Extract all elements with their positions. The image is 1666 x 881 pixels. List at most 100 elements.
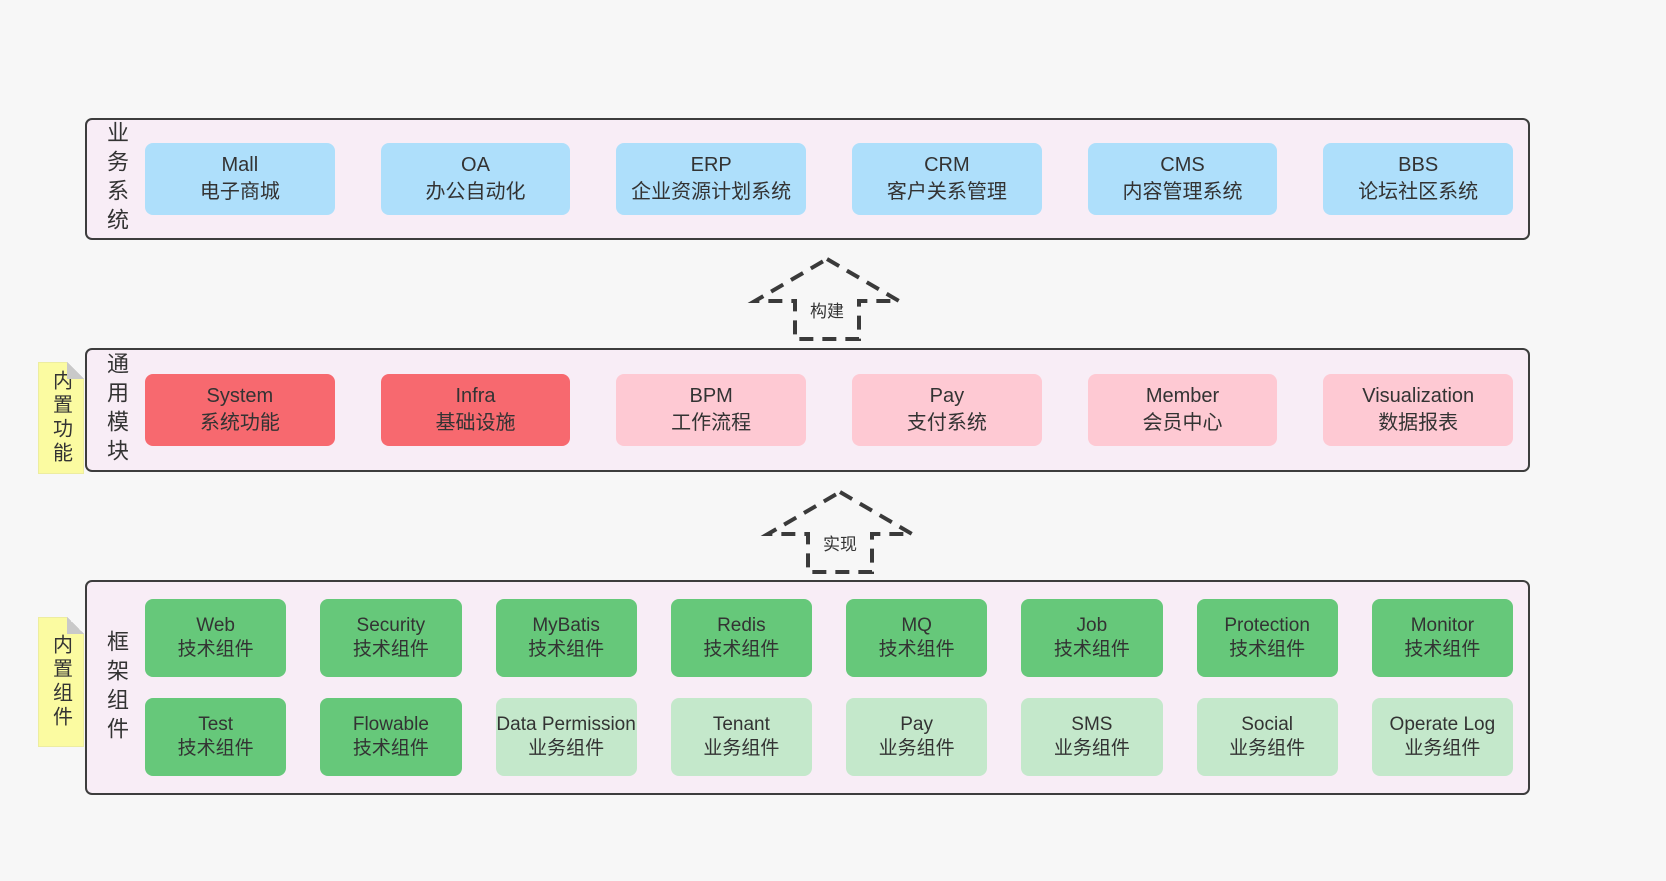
box-desc: 业务组件 — [1404, 738, 1481, 759]
box-bpm: BPM 工作流程 — [616, 374, 807, 446]
box-name: Tenant — [712, 714, 770, 736]
panel-common-modules: 通用模块 System 系统功能 Infra 基础设施 BPM 工作流程 Pay… — [85, 348, 1530, 472]
box-pay-module: Pay 支付系统 — [852, 374, 1042, 446]
box-name: BBS — [1398, 154, 1439, 176]
box-name: System — [206, 385, 274, 407]
box-desc: 企业资源计划系统 — [631, 181, 792, 203]
box-name: Job — [1076, 615, 1108, 637]
framework-row-1: Web 技术组件 Security 技术组件 MyBatis 技术组件 Redi… — [145, 599, 1513, 677]
box-name: Redis — [717, 615, 766, 637]
box-desc: 内容管理系统 — [1122, 181, 1243, 203]
box-tenant: Tenant 业务组件 — [670, 698, 812, 776]
box-cms: CMS 内容管理系统 — [1087, 143, 1278, 215]
box-security: Security 技术组件 — [320, 599, 462, 677]
box-name: Social — [1241, 714, 1293, 736]
box-mall: Mall 电子商城 — [145, 143, 335, 215]
note-built-in-components: 内置组件 — [38, 617, 84, 747]
box-name: Test — [198, 714, 234, 736]
box-name: CMS — [1160, 154, 1205, 176]
box-name: CRM — [924, 154, 970, 176]
box-name: BPM — [689, 385, 733, 407]
note-built-in-features: 内置功能 — [38, 362, 84, 474]
box-desc: 技术组件 — [352, 639, 429, 660]
box-member: Member 会员中心 — [1087, 374, 1278, 446]
box-mq: MQ 技术组件 — [846, 599, 988, 677]
box-name: Security — [356, 615, 426, 637]
box-erp: ERP 企业资源计划系统 — [616, 143, 807, 215]
box-monitor: Monitor 技术组件 — [1371, 599, 1513, 677]
panel-label-business: 业务系统 — [104, 121, 129, 237]
box-desc: 客户关系管理 — [886, 181, 1007, 203]
box-name: Pay — [900, 714, 933, 736]
box-name: ERP — [690, 154, 732, 176]
box-web: Web 技术组件 — [145, 599, 287, 677]
box-name: Member — [1145, 385, 1220, 407]
box-name: MQ — [901, 615, 932, 637]
box-desc: 业务组件 — [528, 738, 605, 759]
panel-label-modules: 通用模块 — [104, 352, 129, 468]
box-desc: 系统功能 — [199, 412, 280, 434]
box-desc: 技术组件 — [528, 639, 605, 660]
box-name: Pay — [929, 385, 965, 407]
box-system: System 系统功能 — [145, 374, 335, 446]
box-redis: Redis 技术组件 — [670, 599, 812, 677]
box-job: Job 技术组件 — [1021, 599, 1163, 677]
panel-framework-components: 框架组件 Web 技术组件 Security 技术组件 MyBatis 技术组件… — [85, 580, 1530, 795]
framework-row-2: Test 技术组件 Flowable 技术组件 Data Permission … — [145, 698, 1513, 776]
box-desc: 业务组件 — [1053, 738, 1130, 759]
box-infra: Infra 基础设施 — [380, 374, 571, 446]
box-desc: 技术组件 — [177, 639, 254, 660]
box-desc: 技术组件 — [1404, 639, 1481, 660]
box-oa: OA 办公自动化 — [380, 143, 571, 215]
framework-box-grid: Web 技术组件 Security 技术组件 MyBatis 技术组件 Redi… — [145, 599, 1528, 776]
note-fold-corner-icon — [67, 362, 84, 379]
modules-box-row: System 系统功能 Infra 基础设施 BPM 工作流程 Pay 支付系统… — [145, 374, 1528, 446]
box-name: OA — [461, 154, 490, 176]
box-desc: 技术组件 — [703, 639, 780, 660]
box-desc: 技术组件 — [177, 738, 254, 759]
business-box-row: Mall 电子商城 OA 办公自动化 ERP 企业资源计划系统 CRM 客户关系… — [145, 143, 1528, 215]
box-name: Visualization — [1362, 385, 1475, 407]
box-desc: 技术组件 — [352, 738, 429, 759]
box-desc: 业务组件 — [878, 738, 955, 759]
box-sms: SMS 业务组件 — [1021, 698, 1163, 776]
box-desc: 业务组件 — [703, 738, 780, 759]
note-fold-corner-icon — [67, 617, 84, 634]
box-name: Protection — [1224, 615, 1310, 637]
arrow-build-label: 构建 — [808, 297, 846, 322]
box-name: Data Permission — [496, 714, 636, 736]
box-desc: 工作流程 — [671, 412, 752, 434]
arrow-implement-label: 实现 — [821, 530, 859, 555]
box-name: Web — [196, 615, 235, 637]
box-desc: 基础设施 — [435, 412, 516, 434]
box-name: Monitor — [1410, 615, 1475, 637]
box-name: Infra — [455, 385, 496, 407]
box-desc: 数据报表 — [1378, 412, 1459, 434]
box-flowable: Flowable 技术组件 — [320, 698, 462, 776]
box-desc: 支付系统 — [906, 412, 987, 434]
arrow-implement: 实现 — [760, 488, 920, 576]
box-desc: 电子商城 — [199, 181, 280, 203]
box-name: SMS — [1071, 714, 1113, 736]
dashed-up-arrow-icon — [760, 489, 920, 574]
box-operate-log: Operate Log 业务组件 — [1371, 698, 1513, 776]
box-mybatis: MyBatis 技术组件 — [495, 599, 637, 677]
box-crm: CRM 客户关系管理 — [852, 143, 1042, 215]
box-desc: 技术组件 — [878, 639, 955, 660]
box-pay-component: Pay 业务组件 — [846, 698, 988, 776]
box-name: Operate Log — [1389, 714, 1496, 736]
box-name: Mall — [221, 154, 259, 176]
box-desc: 技术组件 — [1229, 639, 1306, 660]
box-desc: 业务组件 — [1229, 738, 1306, 759]
box-data-permission: Data Permission 业务组件 — [495, 698, 637, 776]
box-name: Flowable — [352, 714, 429, 736]
dashed-up-arrow-icon — [747, 256, 907, 341]
box-desc: 会员中心 — [1142, 412, 1223, 434]
box-bbs: BBS 论坛社区系统 — [1323, 143, 1514, 215]
box-protection: Protection 技术组件 — [1196, 599, 1338, 677]
panel-business-systems: 业务系统 Mall 电子商城 OA 办公自动化 ERP 企业资源计划系统 CRM… — [85, 118, 1530, 240]
box-visualization: Visualization 数据报表 — [1323, 374, 1514, 446]
panel-label-framework: 框架组件 — [104, 629, 129, 746]
box-desc: 办公自动化 — [425, 181, 526, 203]
